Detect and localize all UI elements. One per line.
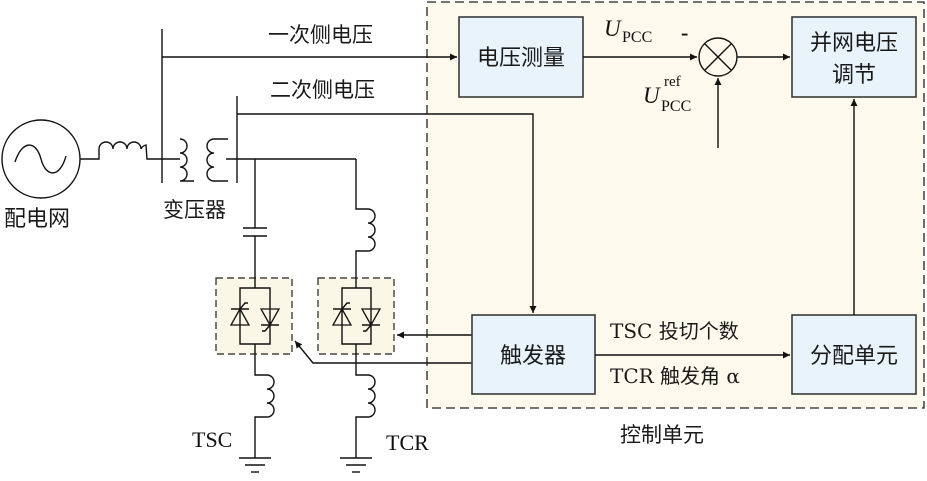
tcr-ground-icon: [340, 457, 372, 473]
tsc-branch: [243, 159, 267, 278]
distribution-block: 分配单元: [791, 314, 917, 395]
upcc-subscript: PCC: [622, 29, 652, 46]
minus-sign: -: [681, 20, 688, 45]
tcr-inductor-top-icon: [355, 159, 376, 278]
distribution-label: 分配单元: [810, 344, 898, 369]
grid-voltage-reg-line1: 并网电压: [810, 31, 898, 56]
control-unit-label: 控制单元: [620, 423, 704, 447]
secondary-voltage-label: 二次侧电压: [270, 78, 375, 102]
trigger-label: 触发器: [500, 344, 566, 369]
tcr-angle-label: TCR 触发角 α: [610, 364, 740, 388]
secondary-voltage-line: [237, 113, 537, 313]
tsc-inductor-icon: [254, 354, 275, 458]
tsc-thyristor-icon: [229, 278, 281, 354]
tsc-ground-icon: [239, 457, 271, 473]
primary-voltage-label: 一次侧电压: [268, 23, 373, 47]
trigger-block: 触发器: [471, 314, 596, 395]
ac-source-icon: [1, 119, 81, 199]
tcr-label: TCR: [386, 430, 429, 455]
voltage-measure-label: 电压测量: [477, 46, 565, 71]
transformer-label: 变压器: [163, 198, 226, 222]
transformer-icon: [179, 138, 228, 182]
line-inductor-icon: [80, 141, 162, 160]
upcc-ref-subscript: PCC: [661, 98, 691, 115]
grid-voltage-regulation-block: 并网电压 调节: [791, 16, 917, 98]
capacitor-icon: [243, 227, 267, 237]
upcc-ref-superscript: ref: [664, 74, 681, 90]
grid-voltage-reg-line2: 调节: [832, 63, 876, 88]
tcr-thyristor-icon: [331, 278, 382, 354]
tcr-inductor-icon: [355, 354, 376, 458]
upcc-ref-symbol: U: [643, 83, 661, 108]
trigger-to-tsc-arrow: [294, 340, 472, 364]
tsc-count-label: TSC 投切个数: [610, 319, 739, 343]
upcc-symbol: U: [604, 16, 622, 41]
tsc-label: TSC: [192, 427, 232, 452]
tsc-thyristor-module: [215, 277, 293, 355]
source-label: 配电网: [4, 207, 70, 232]
tcr-thyristor-module: [317, 277, 395, 355]
voltage-measure-block: 电压测量: [458, 16, 584, 98]
